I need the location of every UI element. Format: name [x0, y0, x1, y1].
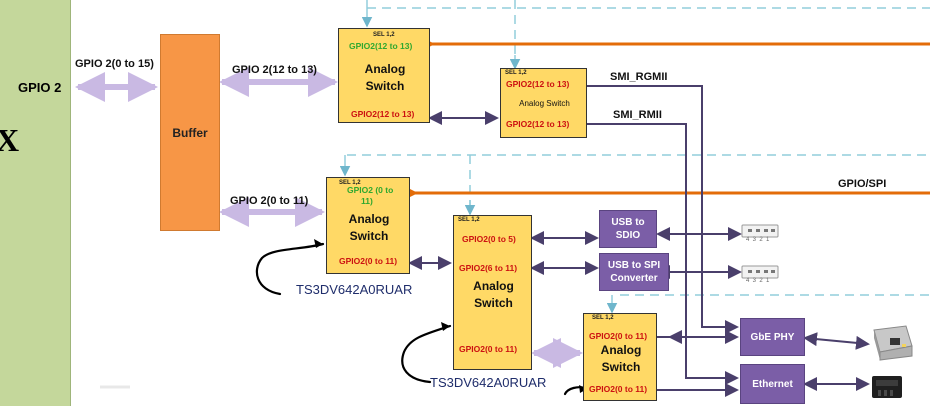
port-top-line2: 11) [361, 196, 373, 206]
switch-title-line2: Switch [601, 360, 641, 374]
port-top-line1: GPIO2 (0 to [347, 185, 394, 195]
signal-gpio-spi: GPIO/SPI [838, 178, 887, 190]
gpio-panel-label: GPIO 2 [18, 80, 62, 95]
sel-label: SEL 1,2 [339, 180, 361, 186]
bus-label-gpio-0-11: GPIO 2(0 to 11) [230, 195, 309, 207]
switch-title-line1: Analog [600, 343, 642, 357]
analog-switch-1: SEL 1,2 GPIO2(12 to 13) Analog Switch GP… [338, 28, 430, 123]
usb-pins-1: 4 3 2 1 [746, 237, 770, 243]
part-number-2: TS3DV642A0RUAR [430, 375, 547, 390]
gpio-panel [0, 0, 71, 406]
port-top: GPIO2(0 to 11) [589, 331, 648, 341]
buffer-block: Buffer [160, 34, 220, 231]
switch-title-line1: Analog [473, 279, 514, 293]
rj45-connector-icon [873, 325, 913, 361]
port-bottom: GPIO2(12 to 13) [351, 109, 415, 119]
switch-title-line2: Switch [474, 296, 513, 310]
usb-to-spi-block: USB to SPI Converter [599, 253, 669, 291]
gbe-phy-block: GbE PHY [740, 318, 805, 356]
signal-smi-rmii: SMI_RMII [613, 109, 662, 121]
usb-sdio-line1: USB to [611, 217, 645, 228]
switch-title-line2: Switch [349, 229, 389, 243]
port-2: GPIO2(6 to 11) [459, 263, 518, 273]
sel-label: SEL 1,2 [592, 315, 614, 321]
switch-title-line2: Switch [365, 79, 405, 93]
ethernet-block: Ethernet [740, 364, 805, 404]
gbe-phy-label: GbE PHY [750, 331, 795, 343]
sel-label: SEL 1,2 [505, 70, 527, 76]
part-number-1: TS3DV642A0RUAR [296, 282, 413, 297]
port-top: GPIO2(12 to 13) [506, 79, 570, 89]
port-bottom: GPIO2(0 to 11) [339, 256, 398, 266]
usb-sdio-line2: SDIO [615, 230, 641, 241]
switch-title: Analog Switch [519, 99, 570, 108]
analog-switch-2: SEL 1,2 GPIO2(12 to 13) Analog Switch GP… [500, 68, 587, 138]
sel-label: SEL 1,2 [458, 217, 480, 223]
port-top: GPIO2(12 to 13) [349, 41, 413, 51]
analog-switch-5: SEL 1,2 GPIO2(0 to 11) Analog Switch GPI… [583, 313, 657, 401]
ethernet-label: Ethernet [752, 378, 793, 390]
switch-title-line1: Analog [348, 212, 390, 226]
port-bottom: GPIO2(0 to 11) [459, 344, 518, 354]
usb-pins-2: 4 3 2 1 [746, 278, 770, 284]
bus-label-gpio-0-15: GPIO 2(0 to 15) [75, 58, 154, 70]
cut-off-text: X [0, 122, 20, 158]
usb-to-sdio-block: USB to SDIO [599, 210, 657, 248]
switch-title-line1: Analog [364, 62, 406, 76]
signal-smi-rgmii: SMI_RGMII [610, 71, 668, 83]
analog-switch-4: SEL 1,2 GPIO2(0 to 5) GPIO2(6 to 11) Ana… [453, 215, 532, 370]
ethernet-jack-icon [872, 376, 902, 398]
sel-label: SEL 1,2 [373, 32, 395, 38]
port-1: GPIO2(0 to 5) [462, 234, 516, 244]
bus-label-gpio-12-13: GPIO 2(12 to 13) [232, 64, 317, 76]
usb-spi-line2: Converter [610, 273, 658, 284]
port-bottom: GPIO2(12 to 13) [506, 119, 570, 129]
port-bottom: GPIO2(0 to 11) [589, 384, 648, 394]
usb-spi-line1: USB to SPI [607, 260, 661, 271]
analog-switch-3: SEL 1,2 GPIO2 (0 to 11) Analog Switch GP… [326, 177, 410, 274]
buffer-label: Buffer [172, 125, 208, 140]
